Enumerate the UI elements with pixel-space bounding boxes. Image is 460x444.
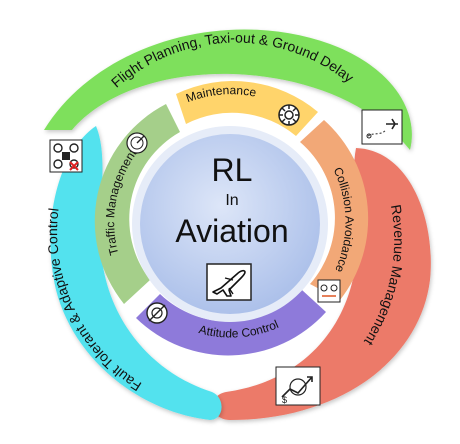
inner-segment-attitude <box>136 290 326 356</box>
hub-title-in: In <box>225 192 238 209</box>
faulty-drone-icon <box>49 139 83 173</box>
inner-segment-collision <box>300 120 369 300</box>
revenue-chart-icon: $ <box>275 366 321 406</box>
drones-icon <box>317 279 341 303</box>
gear-icon <box>278 104 300 126</box>
hub-title-aviation: Aviation <box>175 213 288 249</box>
inner-segment-traffic <box>94 104 180 304</box>
radar-icon <box>126 132 148 154</box>
outer-segment-revenue <box>212 148 431 420</box>
outer-segment-fault-tolerant <box>50 126 222 420</box>
attitude-icon <box>146 302 168 324</box>
outer-segment-flight-planning <box>44 29 412 150</box>
flight-path-icon <box>361 109 403 145</box>
airplane-icon <box>206 263 252 301</box>
hub-title-rl: RL <box>212 152 253 188</box>
hub <box>140 134 320 314</box>
svg-text:$: $ <box>282 395 287 405</box>
